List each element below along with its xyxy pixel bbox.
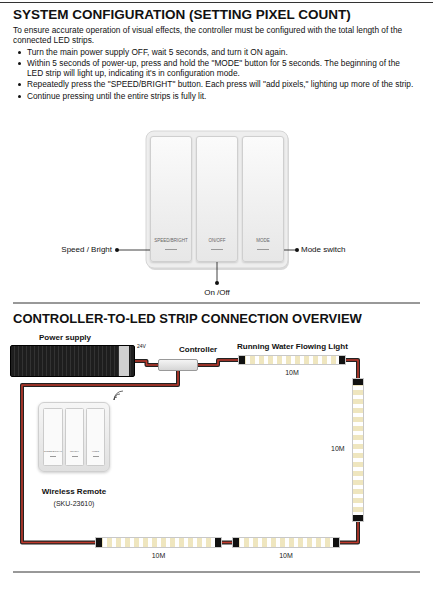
node-label: Wireless Remote <box>42 487 106 496</box>
rule-line <box>13 303 420 304</box>
cable-sheath <box>222 541 232 545</box>
node-sublabel: (SKU-23610) <box>54 500 95 507</box>
instructions-block: To ensure accurate operation of visual e… <box>13 25 418 101</box>
section-heading: CONTROLLER-TO-LED STRIP CONNECTION OVERV… <box>13 311 362 326</box>
callout-label: On /Off <box>204 288 230 297</box>
node-label: Controller <box>179 345 217 354</box>
cable-core <box>198 360 238 365</box>
bullet-step: Turn the main power supply OFF, wait 5 s… <box>27 47 418 57</box>
bullet-dot <box>18 51 21 54</box>
indicator-light <box>257 249 269 251</box>
rule-line <box>0 2 433 3</box>
indicator-light <box>211 249 223 251</box>
cable-core <box>135 361 158 365</box>
led-strip: 10M <box>232 537 340 548</box>
node-label: MODE <box>92 450 99 453</box>
bullet-dot <box>18 83 21 86</box>
button-key: SPEED/BRIGHT <box>150 136 192 262</box>
cable-sheath <box>198 360 238 365</box>
bullet-item: Continue pressing until the entire strip… <box>13 91 418 101</box>
page-title: SYSTEM CONFIGURATION (SETTING PIXEL COUN… <box>13 7 423 22</box>
cable-core <box>346 360 358 378</box>
cable-core <box>222 542 232 544</box>
cable-sheath <box>22 371 178 543</box>
node-label: SPEED/BRIGHT <box>44 450 62 453</box>
wireless-signal-icon <box>114 391 123 400</box>
node-sublabel: 10M <box>285 369 299 376</box>
led-strip: Running Water Flowing Light10M <box>238 355 346 365</box>
power-cable <box>340 522 358 543</box>
callout-label: Mode switch <box>301 245 345 254</box>
bullet-item: Repeatedly press the "SPEED/BRIGHT" butt… <box>13 79 418 89</box>
node-label: Running Water Flowing Light <box>237 342 348 351</box>
indicator-light <box>50 456 56 457</box>
bullet-step: Repeatedly press the "SPEED/BRIGHT" butt… <box>27 79 418 89</box>
leader-line <box>217 262 218 283</box>
bullet-dot <box>18 62 21 65</box>
bullet-step: Continue pressing until the entire strip… <box>27 91 418 101</box>
leader-dot <box>215 281 219 285</box>
bullet-dot <box>18 95 21 98</box>
cable-core <box>340 522 358 543</box>
node-label: 10M <box>279 552 293 559</box>
panel-shadow <box>147 133 289 270</box>
node-label: 10M <box>331 445 345 452</box>
leader-dot <box>295 248 299 252</box>
node-label: ON/OFF <box>70 450 79 453</box>
indicator-light <box>165 249 177 251</box>
remote-button: MODE <box>86 408 105 466</box>
bullet-step: Within 5 seconds of power-up, press and … <box>27 58 418 79</box>
rule-line <box>13 572 420 573</box>
node-label: ON/OFF <box>209 238 226 243</box>
power-cable <box>222 542 232 543</box>
bullet-item: Turn the main power supply OFF, wait 5 s… <box>13 47 418 57</box>
node-label: SPEED/BRIGHT <box>154 238 188 243</box>
cable-sheath <box>346 360 358 378</box>
button-key: ON/OFF <box>196 136 238 262</box>
button-key: MODE <box>242 136 284 262</box>
power-cable <box>198 360 238 365</box>
voltage-label: 24V <box>137 343 146 349</box>
leader-line <box>117 250 150 251</box>
leader-dot <box>115 248 119 252</box>
power-cable <box>346 360 358 378</box>
indicator-light <box>72 456 78 457</box>
remote-button: SPEED/BRIGHT <box>43 408 63 466</box>
node-label: MODE <box>256 238 270 243</box>
switch-panel <box>146 131 288 268</box>
controller-box: Controller <box>158 359 198 371</box>
node-label: 10M <box>152 552 166 559</box>
led-strip: 10M <box>95 537 222 548</box>
remote-button: ON/OFF <box>65 408 84 466</box>
power-cable <box>22 371 178 543</box>
paragraph-item: To ensure accurate operation of visual e… <box>13 25 418 46</box>
callout-label: Speed / Bright <box>61 245 112 254</box>
node-label: Power supply <box>39 333 91 342</box>
power-supply: Power supply <box>10 345 135 377</box>
cable-core <box>22 371 178 543</box>
led-strip: 10M <box>352 378 364 522</box>
wireless-remote: Wireless Remote(SKU-23610)SPEED/BRIGHTON… <box>38 402 110 472</box>
intro-paragraph: To ensure accurate operation of visual e… <box>13 25 418 46</box>
bullet-item: Within 5 seconds of power-up, press and … <box>13 58 418 79</box>
cable-sheath <box>340 522 358 543</box>
indicator-light <box>93 456 99 457</box>
power-cable <box>135 361 158 365</box>
cable-sheath <box>135 361 158 365</box>
